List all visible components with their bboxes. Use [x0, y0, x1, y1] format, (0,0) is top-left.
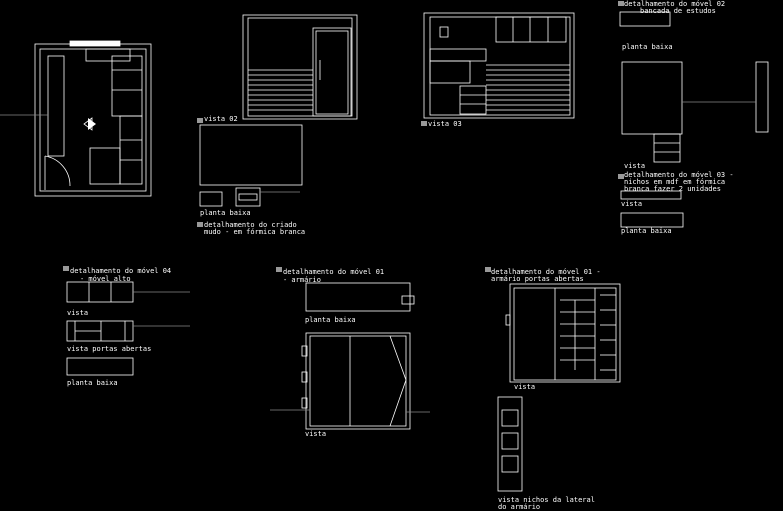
label-det-movel02-sub: bancada de estudos — [640, 7, 716, 15]
label-det-movel03: detalhamento do móvel 03 - nichos em mdf… — [624, 171, 734, 193]
m02-vista — [621, 61, 683, 135]
label-det-movel02: detalhamento do móvel 02 — [624, 0, 726, 8]
m03-planta — [620, 212, 684, 228]
label-planta-baixa-criado: planta baixa — [200, 209, 251, 217]
label-det-movel01-b: detalhamento do móvel 01 - armário porta… — [491, 268, 601, 283]
m01-planta — [305, 282, 411, 312]
label-vista-m01-b: vista — [514, 383, 536, 391]
shelves — [560, 299, 595, 370]
m03-vista — [620, 190, 682, 200]
vista03-elevation — [423, 12, 575, 119]
label-vista-portas-m04: vista portas abertas — [67, 345, 152, 353]
m02-planta — [619, 11, 671, 27]
label-vista-nichos: vista nichos da lateral do armário — [498, 496, 595, 511]
bed-lines — [248, 69, 313, 111]
label-planta-baixa-m04: planta baixa — [67, 379, 118, 387]
m01b-vista — [509, 283, 621, 383]
nichos-lateral — [497, 396, 523, 492]
m04-vista — [66, 281, 134, 303]
label-vista-m02: vista — [624, 162, 646, 170]
m04-portas-abertas — [66, 320, 134, 342]
criado-planta — [199, 191, 223, 207]
label-det-movel01-a-sub: - armário — [283, 276, 321, 284]
label-vista02: vista 02 — [204, 115, 238, 123]
label-planta-baixa-m01: planta baixa — [305, 316, 356, 324]
label-vista-m04: vista — [67, 309, 89, 317]
label-det-criado: detalhamento do criado mudo - em fórmica… — [204, 221, 306, 236]
label-det-movel04: detalhamento do móvel 04 — [70, 267, 172, 275]
label-det-movel01-a: detalhamento do móvel 01 — [283, 268, 385, 276]
vista02-panel — [199, 124, 303, 186]
label-vista03: vista 03 — [428, 120, 462, 128]
m01-vista — [305, 332, 411, 430]
label-planta-baixa-m03: planta baixa — [621, 227, 672, 235]
m04-planta — [66, 357, 134, 376]
floor-plan — [0, 40, 152, 197]
label-vista-m03: vista — [621, 200, 643, 208]
elevation-door — [242, 14, 358, 120]
label-vista-m01: vista — [305, 430, 327, 438]
label-planta-baixa-m02: planta baixa — [622, 43, 673, 51]
label-det-movel04-sub: - móvel alto — [80, 275, 131, 283]
